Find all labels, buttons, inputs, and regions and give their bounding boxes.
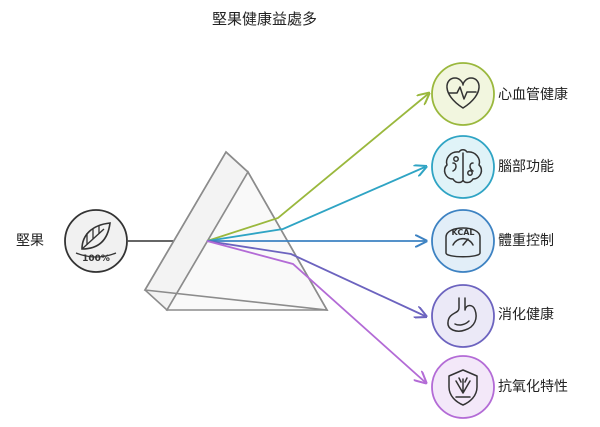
- stomach-icon: [431, 284, 495, 348]
- source-label: 堅果: [16, 233, 44, 249]
- ray-brain: [206, 167, 425, 242]
- brain-icon: [431, 135, 495, 199]
- heart-pulse-icon: [431, 62, 495, 126]
- ray-antioxidant: [206, 240, 425, 382]
- benefit-label-weight: 體重控制: [498, 233, 554, 249]
- nut-badge-text: 100%: [82, 254, 110, 264]
- light-rays: [206, 94, 428, 382]
- benefit-label-brain: 腦部功能: [498, 159, 554, 175]
- benefit-label-cardio: 心血管健康: [498, 87, 568, 103]
- ray-digestion: [206, 240, 425, 316]
- nut-100-percent-icon: 100%: [64, 209, 128, 273]
- ray-cardio: [206, 94, 428, 242]
- benefit-label-antioxidant: 抗氧化特性: [498, 379, 568, 395]
- benefit-label-digestion: 消化健康: [498, 307, 554, 323]
- kcal-icon-text: KCAL: [452, 228, 475, 237]
- benefit-icons: KCAL: [431, 62, 495, 419]
- shield-icon: [431, 355, 495, 419]
- kcal-scale-icon: KCAL: [431, 209, 495, 273]
- diagram-title: 堅果健康益處多: [212, 10, 318, 28]
